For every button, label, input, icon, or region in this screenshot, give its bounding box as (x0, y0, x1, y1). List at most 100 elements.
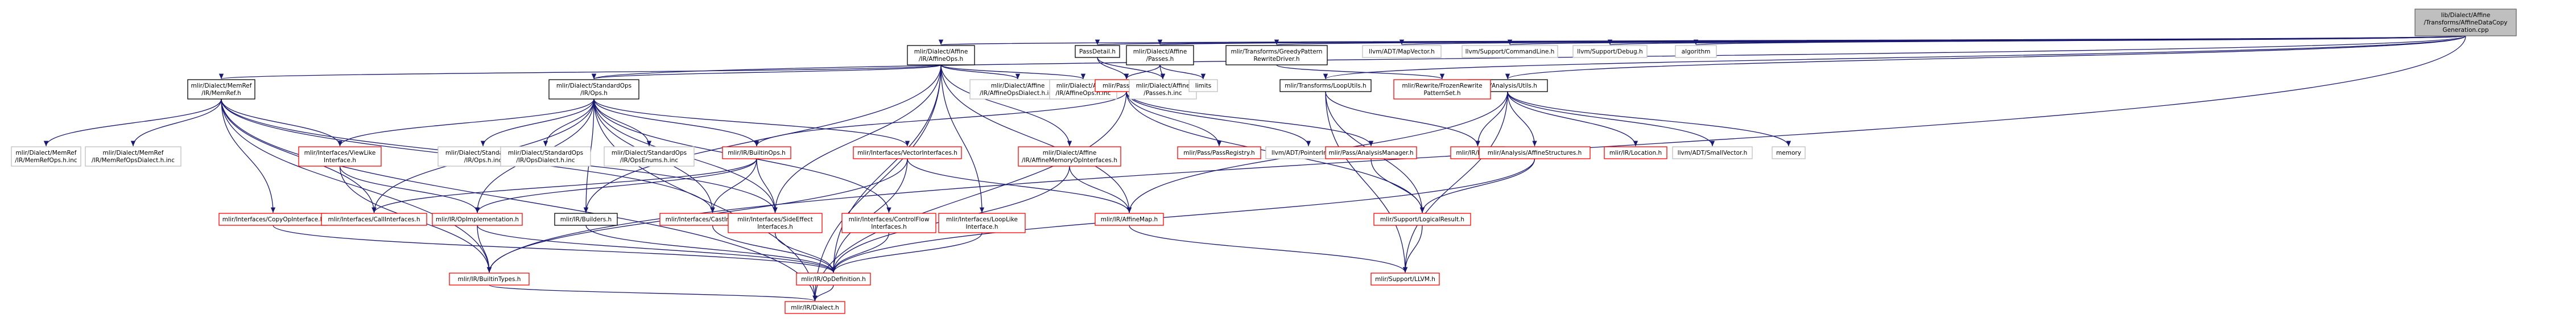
node-label: mlir/Pass/AnalysisManager.h (1328, 150, 1413, 156)
node-box (728, 213, 823, 233)
node-passdetail[interactable]: PassDetail.h (1075, 45, 1120, 58)
node-passregistry[interactable]: mlir/Pass/PassRegistry.h (1177, 146, 1261, 159)
edge-memref-to-dialect (221, 98, 818, 302)
node-box (1095, 213, 1164, 226)
edge-looputils-to-block (1325, 91, 1480, 147)
node-label: /IR/MemRefOps.h.inc (15, 157, 77, 164)
node-box (2414, 9, 2517, 36)
edge-memref-to-copyop (221, 98, 276, 213)
edge-affinestruct-to-opdef (831, 158, 1535, 273)
edge-affinepasses-to-pass (1124, 64, 1161, 80)
node-label: PassDetail.h (1079, 48, 1116, 55)
node-copyop[interactable]: mlir/Interfaces/CopyOpInterface.h (218, 213, 328, 226)
node-label: /IR/Ops.h (580, 90, 608, 97)
node-affinemap[interactable]: mlir/IR/AffineMap.h (1095, 213, 1164, 226)
node-supportllvm[interactable]: mlir/Support/LLVM.h (1370, 273, 1440, 286)
node-memrefops: mlir/Dialect/MemRef/IR/MemRefOps.h.inc (11, 146, 81, 167)
edge-stdops-to-builtinops (593, 98, 759, 147)
node-box (1462, 45, 1558, 58)
edge-passmanager-to-logicalresult (1370, 158, 1425, 213)
node-opimpl[interactable]: mlir/IR/OpImplementation.h (432, 213, 523, 226)
node-label: mlir/Dialect/Affine (914, 48, 968, 55)
node-stdopsenums: mlir/Dialect/StandardOps/IR/OpsEnums.h.i… (604, 146, 695, 167)
edge-logicalresult-to-supportllvm (1402, 225, 1423, 273)
node-callif[interactable]: mlir/Interfaces/CallInterfaces.h (321, 213, 427, 226)
node-builtintypes[interactable]: mlir/IR/BuiltinTypes.h (449, 273, 530, 286)
node-label: mlir/Support/LLVM.h (1375, 276, 1435, 283)
node-label: mlir/IR/BuiltinOps.h (728, 150, 786, 156)
edge-looputils-to-supportllvm (1325, 91, 1408, 273)
node-label: mlir/Interfaces/ControlFlow (849, 216, 930, 223)
edge-opimpl-to-builtintypes (477, 225, 492, 273)
node-box (1772, 146, 1806, 159)
node-affineops[interactable]: mlir/Dialect/Affine/IR/AffineOps.h (907, 45, 975, 65)
edge-affineops-to-affineopsinc (940, 64, 1085, 80)
edge-affinemap-to-supportllvm (1129, 225, 1408, 273)
node-label: mlir/IR/Dialect.h (791, 304, 839, 311)
node-builders[interactable]: mlir/IR/Builders.h (554, 213, 618, 226)
edge-memref-to-builtintypes (221, 98, 492, 273)
node-dialect[interactable]: mlir/IR/Dialect.h (785, 301, 845, 314)
node-memref[interactable]: mlir/Dialect/MemRef/IR/MemRef.h (187, 79, 255, 100)
edge-greedy-to-frozen (1276, 64, 1444, 80)
node-affinestruct[interactable]: mlir/Analysis/AffineStructures.h (1479, 146, 1591, 159)
node-builtinops[interactable]: mlir/IR/BuiltinOps.h (722, 146, 791, 159)
edge-stdops-to-dialect (593, 98, 818, 302)
node-passmanager[interactable]: mlir/Pass/AnalysisManager.h (1325, 146, 1417, 159)
node-label: mlir/Interfaces/CopyOpInterface.h (222, 216, 324, 223)
edge-stdops-to-vectorif (593, 98, 910, 147)
edge-builtinops-to-castif (710, 158, 757, 213)
edge-analysisutils-to-supportllvm (1402, 91, 1508, 273)
edge-root-to-looputils (1323, 35, 2466, 80)
node-label: mlir/Dialect/MemRef (191, 82, 252, 89)
node-box (11, 146, 81, 167)
node-location[interactable]: mlir/IR/Location.h (1604, 146, 1667, 159)
edge-looplike-to-opdef (831, 232, 982, 273)
node-label: mlir/IR/OpImplementation.h (436, 216, 519, 223)
node-box (1572, 45, 1648, 58)
node-label: llvm/ADT/MapVector.h (1369, 48, 1435, 55)
edge-builtintypes-to-dialect (489, 284, 818, 302)
node-label: mlir/Dialect/MemRef (16, 150, 77, 156)
edge-memref-to-memrefops (43, 98, 222, 147)
edge-affinemem-to-affinemap (1069, 166, 1132, 213)
node-looputils[interactable]: mlir/Transforms/LoopUtils.h (1279, 79, 1372, 92)
edge-copyop-to-opdef (273, 225, 836, 273)
node-box (1373, 213, 1471, 226)
node-label: mlir/IR/Builders.h (560, 216, 612, 223)
node-box (853, 146, 962, 159)
edge-affineops-to-dialect (812, 64, 942, 302)
node-label: Interface.h (965, 224, 998, 230)
node-vectorif[interactable]: mlir/Interfaces/VectorInterfaces.h (853, 146, 962, 159)
node-affinepasses[interactable]: mlir/Dialect/Affine/Passes.h (1126, 45, 1194, 65)
node-box (548, 79, 639, 100)
node-label: /IR/Ops.h.inc (464, 157, 502, 164)
node-box (1672, 146, 1753, 159)
edge-analysisutils-to-smallvector (1507, 91, 1715, 147)
edge-analysisutils-to-memory (1507, 91, 1791, 147)
edge-affineops-to-affinemap (940, 64, 1132, 213)
node-affinemem[interactable]: mlir/Dialect/Affine/IR/AffineMemoryOpInt… (1018, 146, 1121, 167)
node-label: memory (1776, 150, 1801, 156)
node-greedy[interactable]: mlir/Transforms/GreedyPatternRewriteDriv… (1225, 45, 1328, 65)
node-box (1393, 79, 1491, 100)
node-box (1129, 79, 1197, 100)
node-stdops[interactable]: mlir/Dialect/StandardOps/IR/Ops.h (548, 79, 639, 100)
node-label: mlir/Analysis/AffineStructures.h (1488, 150, 1582, 156)
node-box (841, 213, 936, 233)
edge-builders-to-opdef (585, 225, 836, 273)
node-opdef[interactable]: mlir/IR/OpDefinition.h (796, 273, 871, 286)
node-label: Interfaces.h (871, 224, 906, 230)
node-limits: limits (1188, 79, 1218, 92)
node-label: /Transforms/AffineDataCopy (2424, 19, 2508, 26)
node-label: /IR/AffineOps.h (919, 56, 963, 63)
node-logicalresult[interactable]: mlir/Support/LogicalResult.h (1373, 213, 1471, 226)
edge-pass-to-passmanager (1126, 91, 1374, 147)
edge-affinepasses-to-affinepassesinc (1159, 64, 1166, 80)
node-label: /Passes.h.inc (1143, 90, 1182, 97)
